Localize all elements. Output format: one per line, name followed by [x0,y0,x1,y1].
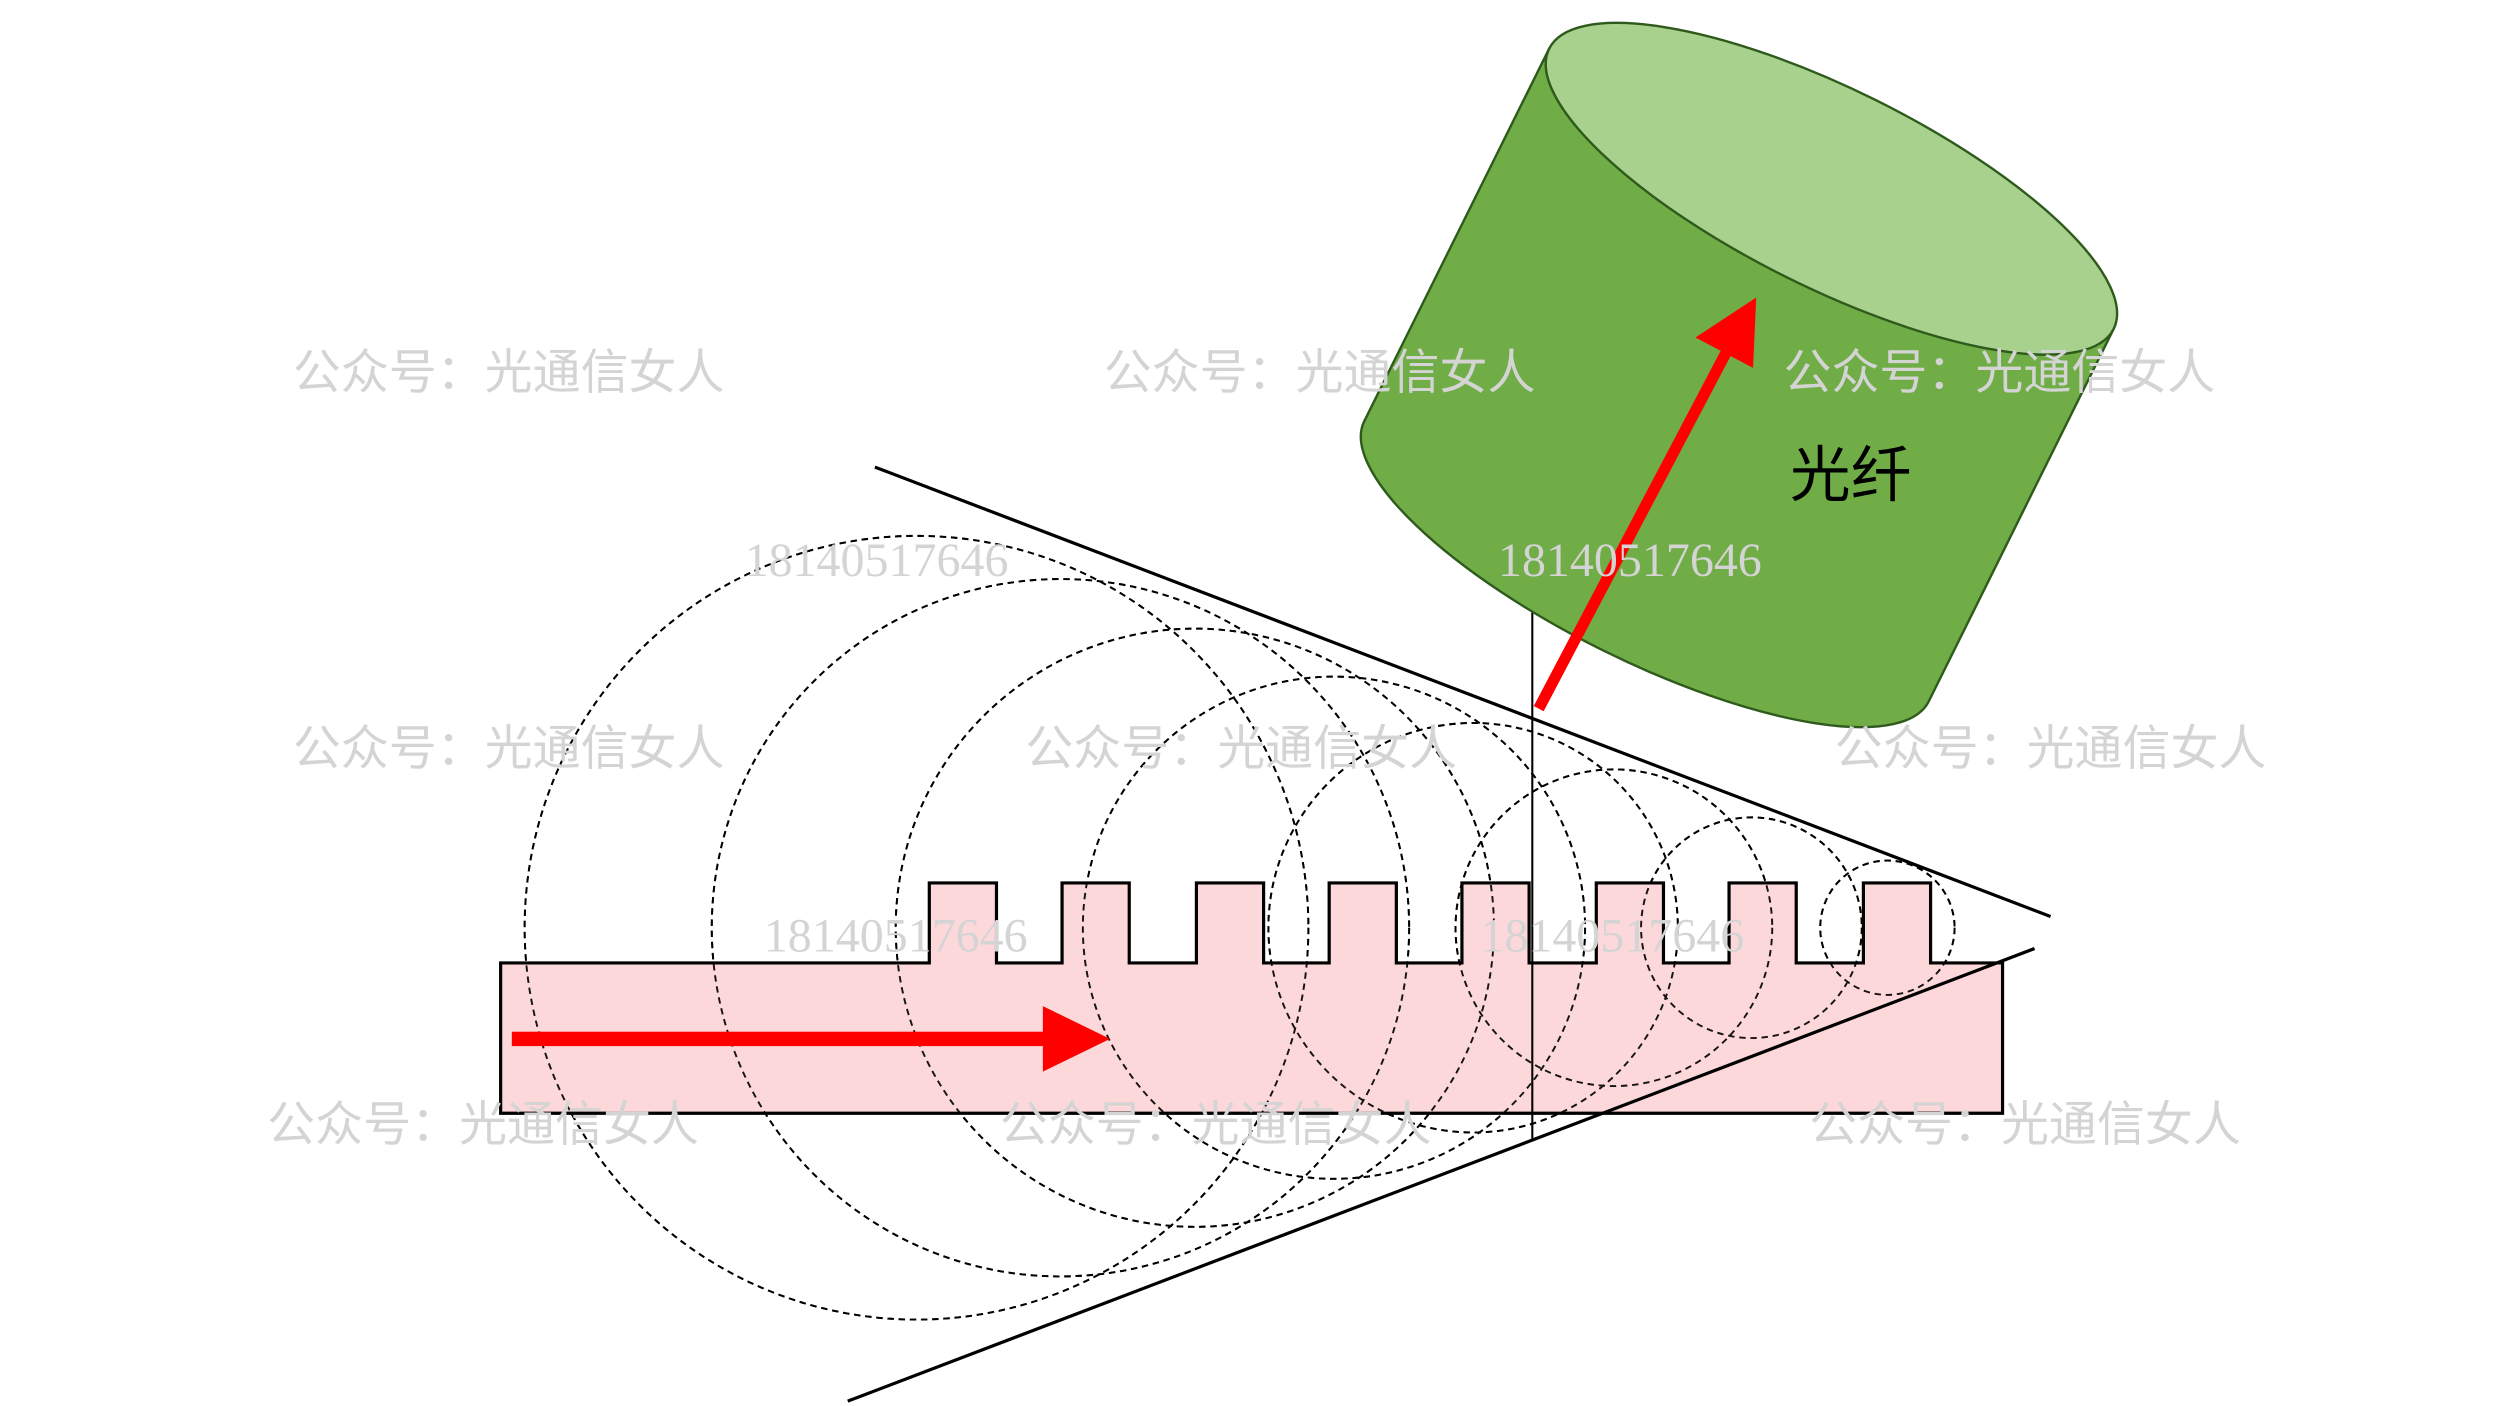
optical-fiber-cylinder [1359,21,2119,729]
watermark-number: 18140517646 [1480,910,1744,963]
watermark: 公众号：光通信女人 [1104,345,1536,401]
output-light-arrow [1533,297,1757,712]
watermark-number: 18140517646 [745,534,1009,587]
fiber-label: 光纤 [1790,441,1912,511]
watermark: 公众号：光通信女人 [1000,1096,1432,1152]
waveguide-grating [499,881,2005,1115]
watermark-number: 18140517646 [764,910,1028,963]
watermarks: 公众号：光通信女人 公众号：光通信女人 公众号：光通信女人 公众号：光通信女人 … [267,345,2266,1153]
watermark: 公众号：光通信女人 [1835,721,2267,777]
watermark: 公众号：光通信女人 [293,721,725,777]
watermark: 公众号：光通信女人 [1783,345,2215,401]
watermark: 公众号：光通信女人 [1025,721,1457,777]
watermark-number: 18140517646 [1498,534,1762,587]
lower-envelope-line [847,947,2036,1403]
wavefronts-overlay [523,534,1956,1321]
upper-envelope-line [874,465,2052,919]
watermark: 公众号：光通信女人 [1809,1096,2241,1152]
watermark: 公众号：光通信女人 [293,345,725,401]
input-light-arrow [511,1006,1111,1072]
watermark: 公众号：光通信女人 [267,1096,699,1152]
